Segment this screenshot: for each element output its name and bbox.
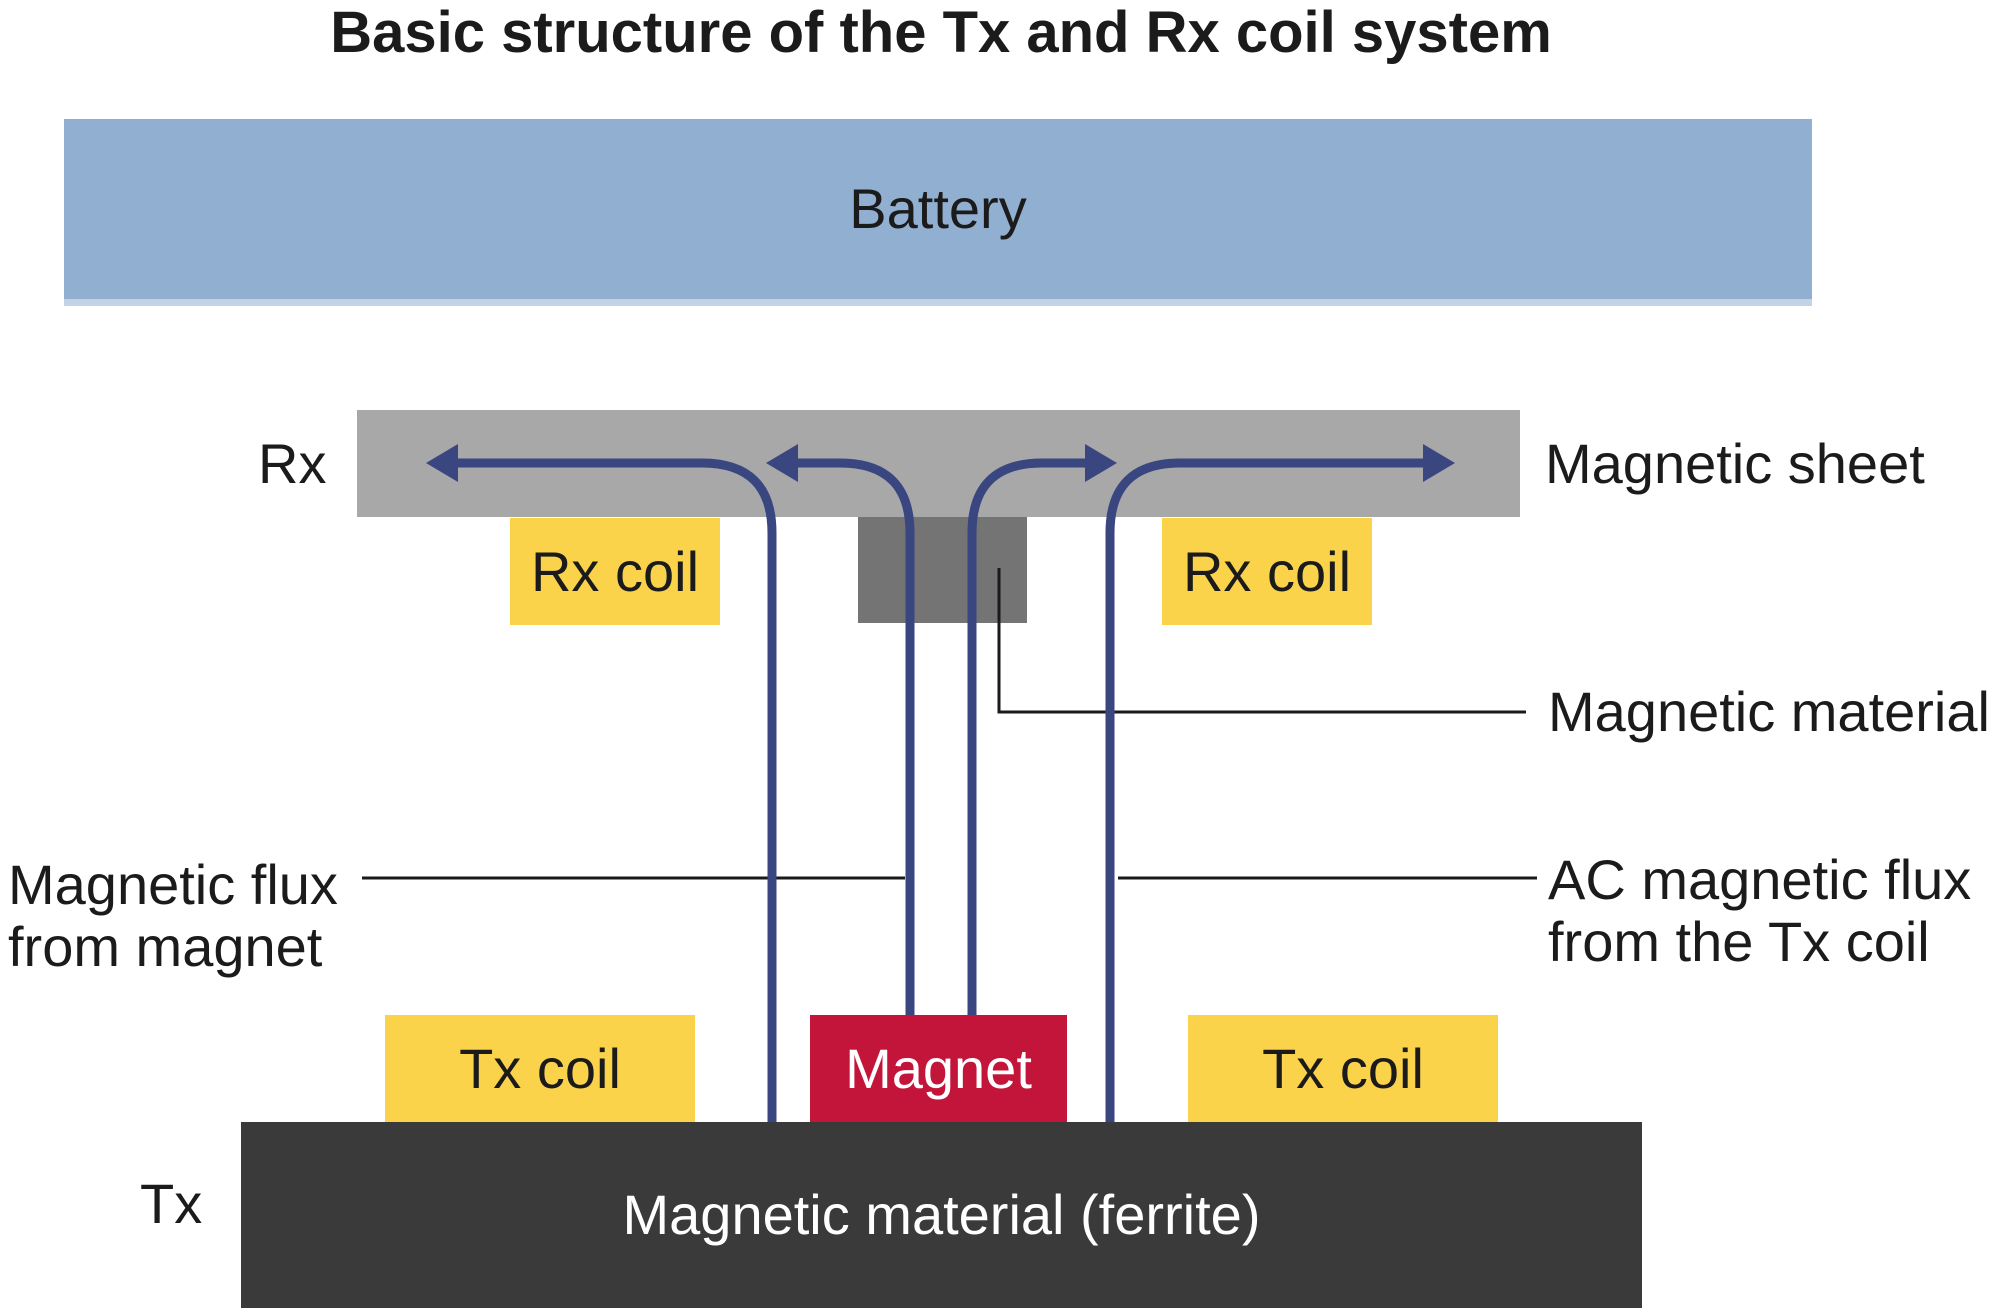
flux-arrowhead-left-inner-icon bbox=[766, 444, 798, 482]
flux-line-inner-left bbox=[796, 458, 915, 1015]
magnetic-material-label: Magnetic material bbox=[1548, 680, 1990, 743]
flux-from-magnet-label-line1: Magnetic flux bbox=[8, 853, 338, 916]
magnet-label: Magnet bbox=[845, 1036, 1032, 1100]
leader-line-magnetic-material bbox=[997, 568, 1526, 714]
flux-line-outer-right bbox=[1105, 458, 1425, 1122]
magnetic-sheet-label: Magnetic sheet bbox=[1545, 432, 1925, 495]
battery-label: Battery bbox=[849, 177, 1027, 240]
ac-flux-label-line1: AC magnetic flux bbox=[1548, 848, 1972, 911]
rx-coil-left-block: Rx coil bbox=[510, 518, 720, 625]
battery-block: Battery bbox=[64, 119, 1812, 306]
tx-coil-left-label: Tx coil bbox=[459, 1036, 621, 1100]
ferrite-block: Magnetic material (ferrite) bbox=[241, 1122, 1642, 1308]
flux-line-inner-right bbox=[967, 458, 1087, 1015]
flux-arrowhead-left-outer-icon bbox=[426, 444, 458, 482]
tx-coil-right-block: Tx coil bbox=[1188, 1015, 1498, 1122]
flux-from-magnet-label: Magnetic flux from magnet bbox=[8, 854, 338, 978]
rx-coil-left-label: Rx coil bbox=[530, 539, 700, 603]
rx-coil-right-block: Rx coil bbox=[1162, 518, 1372, 625]
diagram-title: Basic structure of the Tx and Rx coil sy… bbox=[330, 0, 1552, 65]
ferrite-label: Magnetic material (ferrite) bbox=[622, 1183, 1261, 1246]
flux-line-outer-left bbox=[456, 458, 777, 1122]
tx-coil-right-label: Tx coil bbox=[1262, 1036, 1424, 1100]
magnet-block: Magnet bbox=[810, 1015, 1067, 1122]
tx-side-label: Tx bbox=[140, 1172, 203, 1235]
flux-arrowhead-right-inner-icon bbox=[1085, 444, 1117, 482]
tx-coil-left-block: Tx coil bbox=[385, 1015, 695, 1122]
flux-arrowhead-right-outer-icon bbox=[1423, 444, 1455, 482]
flux-from-magnet-label-line2: from magnet bbox=[8, 915, 323, 978]
ac-flux-label: AC magnetic flux from the Tx coil bbox=[1548, 849, 1971, 973]
rx-coil-right-label: Rx coil bbox=[1182, 539, 1352, 603]
rx-side-label: Rx bbox=[258, 432, 327, 495]
ac-flux-label-line2: from the Tx coil bbox=[1548, 910, 1930, 973]
